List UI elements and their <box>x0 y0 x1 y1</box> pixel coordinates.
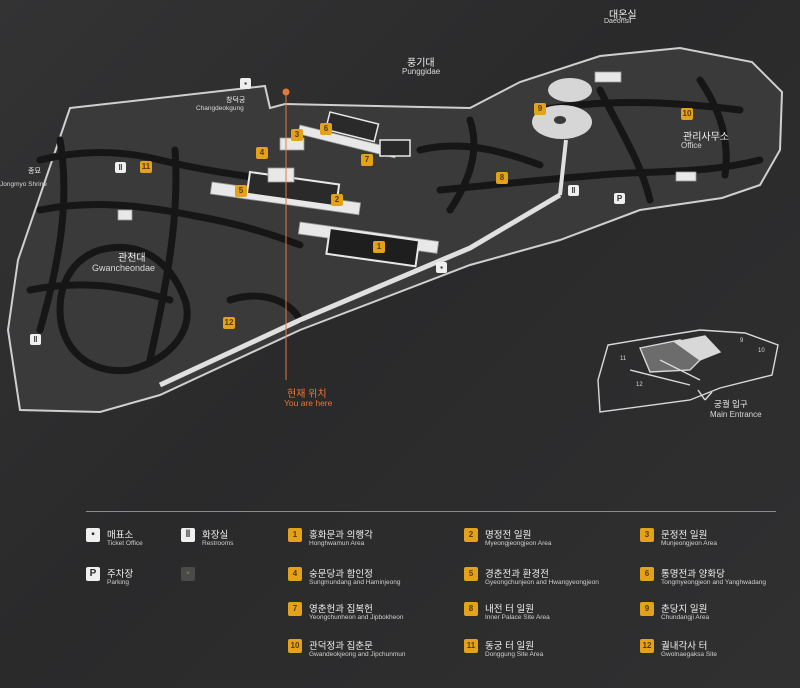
restroom-icon: ‖ <box>30 334 41 345</box>
area-number-badge: 1 <box>288 528 302 542</box>
branch-road <box>558 139 568 196</box>
area-name-en: Gwolnaegaksa Site <box>661 651 718 658</box>
area-name-ko: 궐내각사 터 <box>661 641 708 652</box>
inset-number-12: 12 <box>636 382 643 388</box>
label-changdeokgung-ko: 창덕궁 <box>226 97 246 104</box>
label-gwancheondae-ko: 관천대 <box>118 253 146 264</box>
area-name-ko: 경춘전과 환경전 <box>485 569 549 580</box>
area-name-ko: 통명전과 양화당 <box>661 569 725 580</box>
area-name-ko: 동궁 터 일원 <box>485 641 534 652</box>
label-shrine-en: Jongmyo Shrine <box>0 181 47 188</box>
main-road <box>158 192 562 388</box>
map-marker-12[interactable]: 12 <box>223 317 235 329</box>
legend-parking-ko: 주차장 <box>107 569 134 580</box>
area-number-badge: 10 <box>288 639 302 653</box>
label-punggidae-ko: 풍기대 <box>407 58 435 69</box>
area-number-badge: 6 <box>640 567 654 581</box>
legend-parking-en: Parking <box>107 579 130 586</box>
inset-number-11: 11 <box>620 356 627 362</box>
map-marker-2[interactable]: 2 <box>331 194 343 206</box>
area-name-en: Gyeongchunjeon and Hwangyeongjeon <box>485 579 599 586</box>
map-marker-10[interactable]: 10 <box>681 108 693 120</box>
area-number-badge: 5 <box>464 567 478 581</box>
label-office-en: Office <box>681 141 702 150</box>
inset-number-9: 9 <box>740 338 744 344</box>
area-number-badge: 12 <box>640 639 654 653</box>
legend-restroom-ko: 화장실 <box>202 530 229 541</box>
ticket-office-icon: ▪ <box>86 528 100 542</box>
parking-icon: P <box>614 193 625 204</box>
legend-restroom-en: Restrooms <box>202 540 234 547</box>
pond-upper <box>548 78 592 102</box>
area-name-ko: 홍화문과 의행각 <box>309 530 373 541</box>
map-marker-3[interactable]: 3 <box>291 129 303 141</box>
restroom-icon: ‖ <box>115 162 126 173</box>
map-marker-1[interactable]: 1 <box>373 241 385 253</box>
label-here-ko: 현재 위치 <box>287 389 327 400</box>
area-number-badge: 4 <box>288 567 302 581</box>
area-name-ko: 춘당지 일원 <box>661 604 708 615</box>
label-office-ko: 관리사무소 <box>683 132 729 143</box>
map-marker-7[interactable]: 7 <box>361 154 373 166</box>
area-name-en: Munjeongjeon Area <box>661 540 718 547</box>
label-here-en: You are here <box>284 398 333 408</box>
area-name-en: Honghwamun Area <box>309 540 365 547</box>
area-name-ko: 영춘헌과 집복헌 <box>309 604 373 615</box>
area-name-ko: 문정전 일원 <box>661 530 708 541</box>
area-name-ko: 명정전 일원 <box>485 530 532 541</box>
path-network <box>26 76 764 375</box>
area-number-badge: 2 <box>464 528 478 542</box>
ticket-office-icon: ▪ <box>240 78 251 89</box>
ticket-office-icon: ▪ <box>436 262 447 273</box>
map-marker-9[interactable]: 9 <box>534 103 546 115</box>
map-marker-4[interactable]: 4 <box>256 147 268 159</box>
parking-icon: P <box>86 567 100 581</box>
inset-entrance-ko: 궁궐 입구 <box>714 399 748 409</box>
legend-ticket-en: Ticket Office <box>107 540 143 547</box>
restroom-icon: ‖ <box>181 528 195 542</box>
area-name-ko: 내전 터 일원 <box>485 604 534 615</box>
map-marker-6[interactable]: 6 <box>320 123 332 135</box>
label-changdeokgung-en: Changdeokgung <box>196 105 244 112</box>
area-name-en: Inner Palace Site Area <box>485 614 550 621</box>
map-marker-8[interactable]: 8 <box>496 172 508 184</box>
label-gwancheondae-en: Gwancheondae <box>92 263 156 273</box>
area-name-ko: 숭문당과 함인정 <box>309 569 373 580</box>
inset-entrance-arrow <box>697 389 713 401</box>
area-number-badge: 9 <box>640 602 654 616</box>
restroom-icon: ‖ <box>568 185 579 196</box>
faded-icon: ▪ <box>181 567 195 581</box>
label-daeonsil-ko: 대온실 <box>609 10 637 21</box>
area-name-en: Chundangji Area <box>661 614 710 621</box>
label-shrine-ko: 종묘 <box>28 168 41 175</box>
area-name-en: Donggung Site Area <box>485 651 544 658</box>
area-name-en: Tongmyeongjeon and Yanghwadang <box>661 579 766 586</box>
map-marker-5[interactable]: 5 <box>235 185 247 197</box>
area-number-badge: 7 <box>288 602 302 616</box>
legend-ticket-ko: 매표소 <box>107 530 134 541</box>
area-name-en: Gwandeokjeong and Jipchunmun <box>309 651 406 658</box>
label-daeonsil-en: Daeonsil <box>604 18 632 25</box>
area-number-badge: 3 <box>640 528 654 542</box>
palace-buildings <box>117 71 697 268</box>
outer-wall <box>6 46 784 414</box>
inset-entrance-en: Main Entrance <box>710 410 762 419</box>
inset-map <box>597 329 779 413</box>
area-name-ko: 관덕정과 집춘문 <box>309 641 373 652</box>
legend-divider <box>86 511 776 512</box>
area-number-badge: 8 <box>464 602 478 616</box>
here-pin <box>282 88 290 96</box>
area-number-badge: 11 <box>464 639 478 653</box>
map-marker-11[interactable]: 11 <box>140 161 152 173</box>
palace-map <box>6 46 784 414</box>
area-name-en: Myeongjeongjeon Area <box>485 540 552 547</box>
label-punggidae-en: Punggidae <box>402 67 441 76</box>
area-name-en: Yeongchunheon and Jipbokheon <box>309 614 404 621</box>
area-name-en: Sungmundang and Haminjeong <box>309 579 401 586</box>
inset-number-10: 10 <box>758 348 765 354</box>
